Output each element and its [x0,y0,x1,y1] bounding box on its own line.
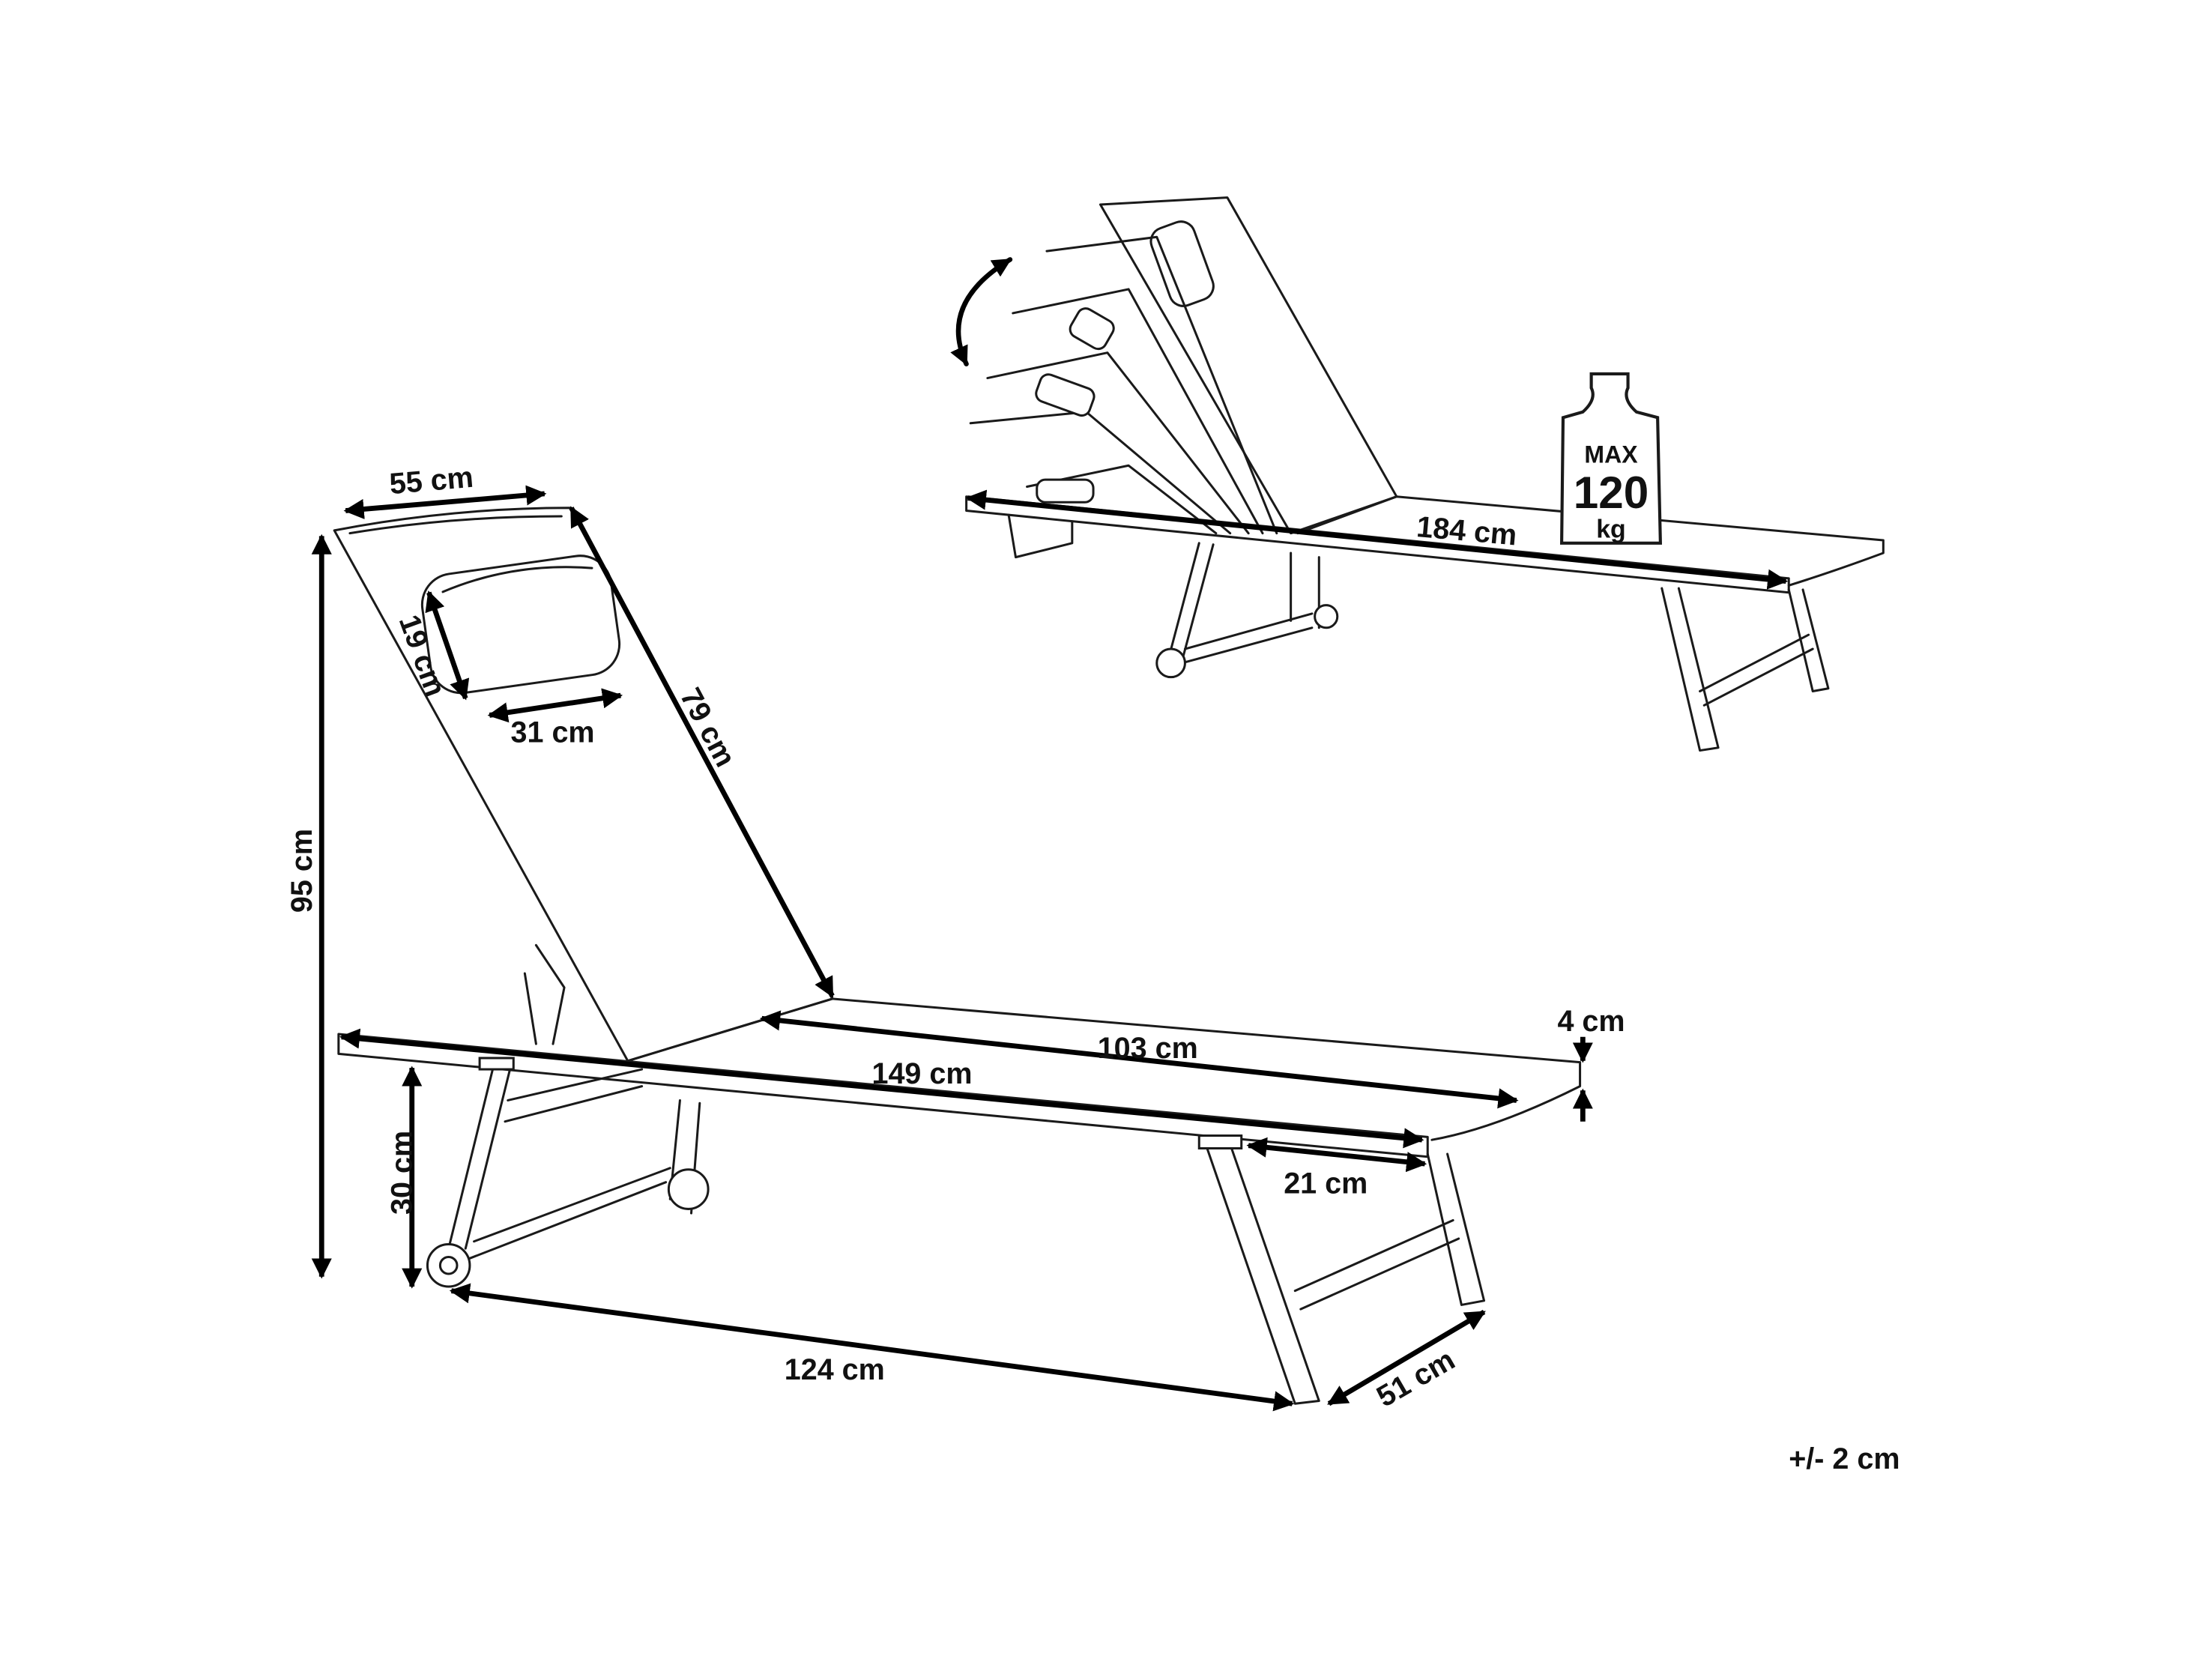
seat [626,997,1582,1141]
dimension-lines [311,485,1593,1412]
main-lounger-drawing [333,507,1582,1405]
reclining-lounger-drawing [950,196,1885,752]
label-seat-length: 103 cm [1098,1032,1198,1065]
pillow [420,554,621,695]
label-total-height: 95 cm [285,829,318,913]
wheel [426,1242,471,1288]
weight-unit: kg [1596,515,1626,543]
rear-crossbar [468,1167,671,1260]
label-base-length: 124 cm [785,1353,885,1386]
label-tolerance: +/- 2 cm [1789,1442,1900,1475]
front-crossbar [1293,1218,1460,1311]
max-weight-badge: MAX 120 kg [1560,372,1663,545]
label-seat-thickness: 4 cm [1557,1005,1625,1038]
curved-arrow [950,257,1013,366]
label-pillow-width: 31 cm [511,716,595,749]
weight-value: 120 [1574,467,1649,518]
weight-max-label: MAX [1584,441,1638,468]
label-headrest-width: 55 cm [388,461,474,501]
label-backrest-length: 79 cm [674,683,742,773]
label-seat-height: 30 cm [386,1131,419,1215]
label-frame-length: 149 cm [871,1057,972,1090]
label-leg-offset: 21 cm [1284,1167,1368,1200]
